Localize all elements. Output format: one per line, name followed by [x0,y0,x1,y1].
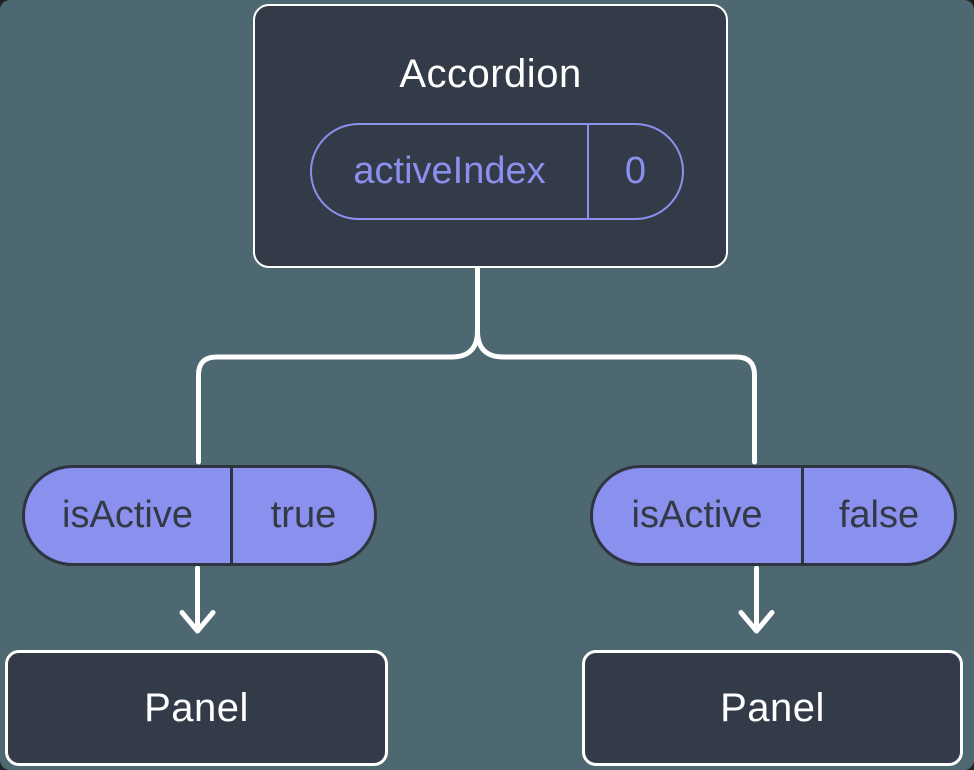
left-arrow [179,565,216,634]
panel-title: Panel [144,685,249,730]
panel-title: Panel [720,685,825,730]
is-active-true-pill: isActive true [22,465,377,566]
state-pill-label: activeIndex [312,125,589,218]
prop-pill-value: true [270,494,337,536]
state-pill-value: 0 [624,150,647,192]
prop-pill-value: false [838,494,920,536]
panel-node-right: Panel [582,650,963,766]
accordion-node: Accordion activeIndex 0 [253,4,728,268]
branch-right-line [475,265,757,465]
is-active-false-pill: isActive false [590,465,957,566]
panel-node-left: Panel [5,650,388,766]
right-arrow [738,565,775,634]
accordion-title: Accordion [399,52,582,96]
prop-pill-label: isActive [25,468,233,563]
branch-left-line [196,265,480,465]
prop-pill-label: isActive [593,468,804,563]
active-index-state-pill: activeIndex 0 [310,123,684,220]
